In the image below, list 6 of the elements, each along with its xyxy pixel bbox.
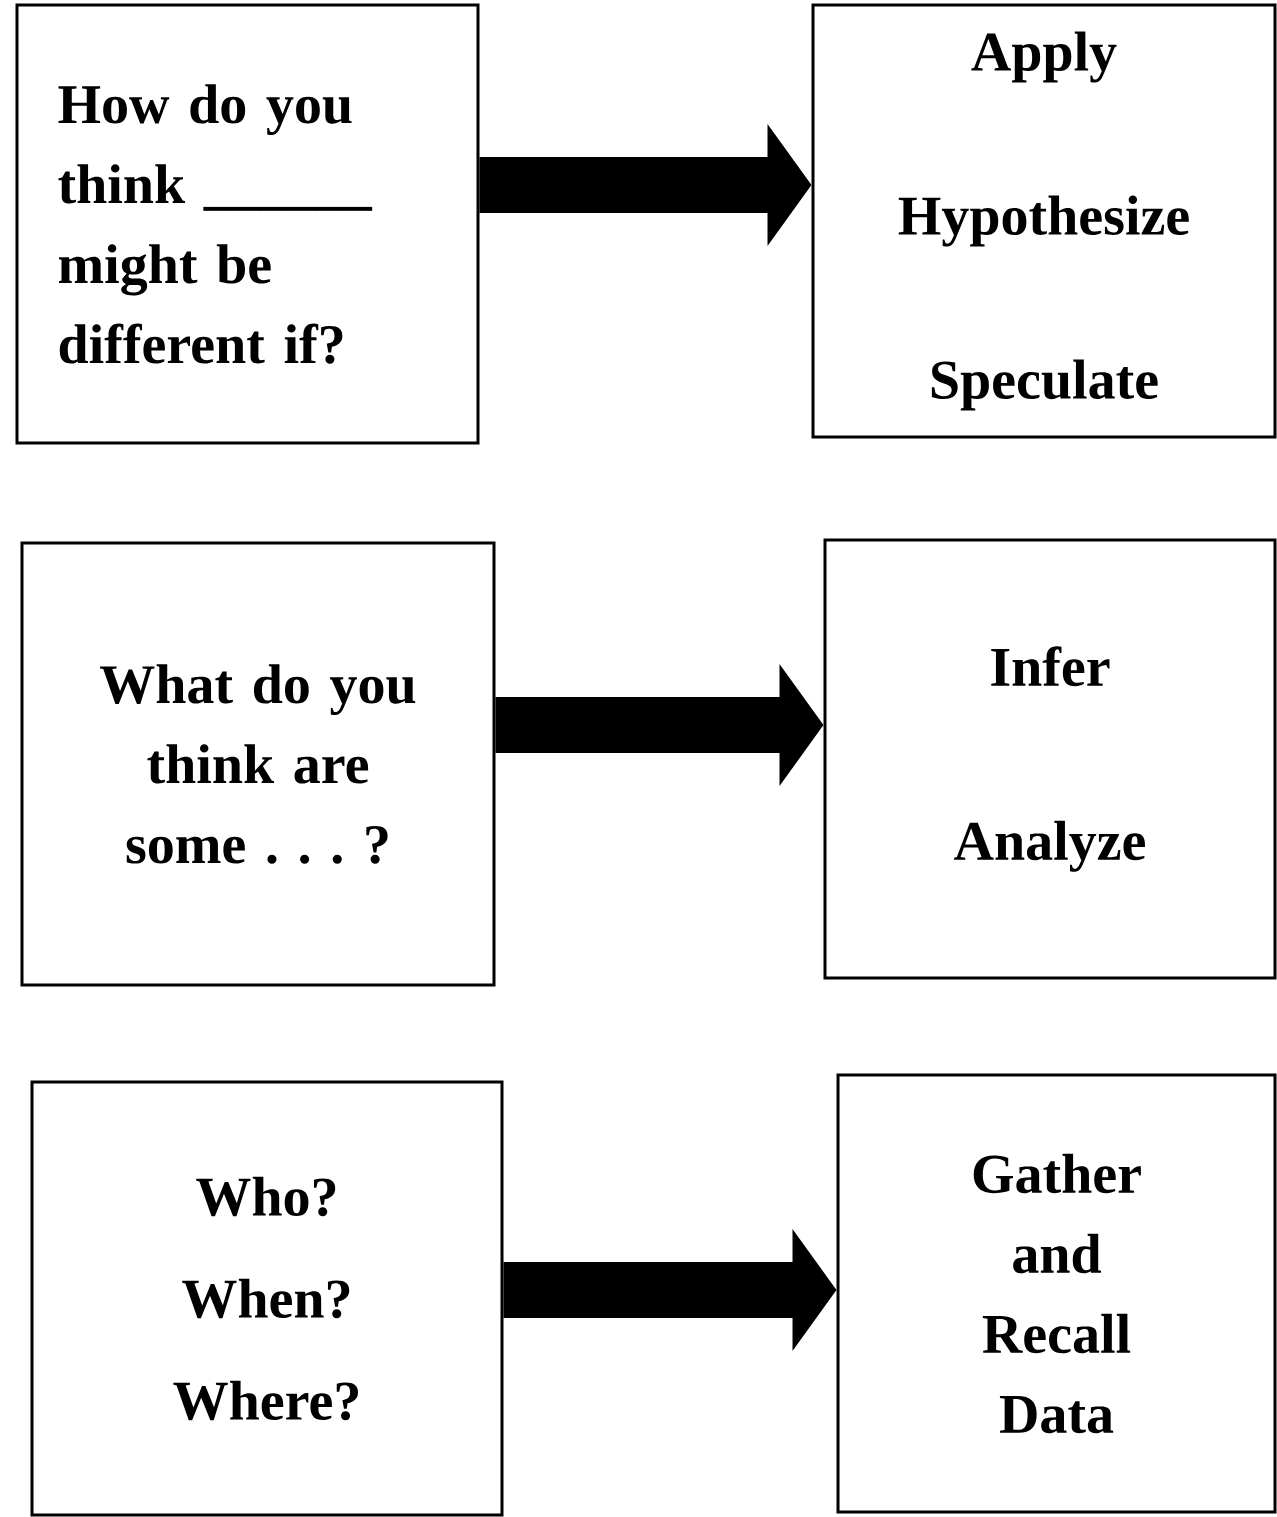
- text-box: How do you think ______ might be different if?: [15, 3, 480, 445]
- text-box: Gather and Recall Data: [836, 1073, 1277, 1514]
- text-box: What do you think are some . . . ?: [20, 541, 496, 987]
- text-box: Apply Hypothesize Speculate: [811, 3, 1277, 439]
- text-box: Infer Analyze: [823, 538, 1277, 980]
- text-box: Who? When? Where?: [30, 1080, 504, 1517]
